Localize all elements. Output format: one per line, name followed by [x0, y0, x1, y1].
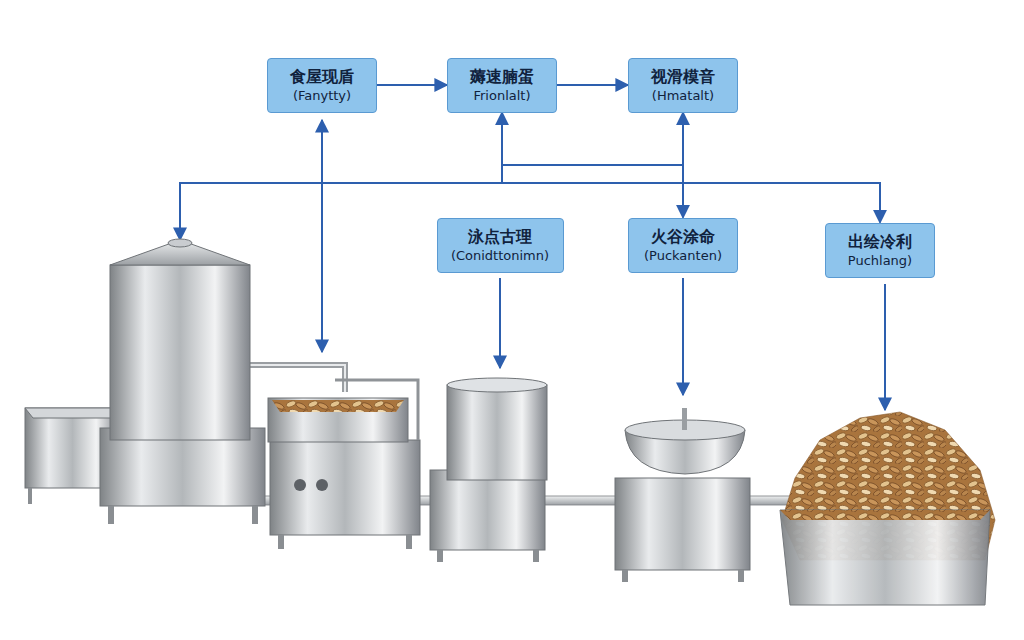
box-subtitle: (Conidttonimn) — [451, 247, 549, 265]
box-title: 视滑模音 — [651, 66, 715, 87]
box-subtitle: Puchlang) — [848, 252, 912, 270]
product-tray — [780, 412, 995, 605]
storage-tank — [100, 239, 265, 524]
flow-arrow — [557, 84, 628, 86]
process-box: 火谷涂命(Puckanten) — [628, 218, 738, 273]
flow-arrow — [502, 113, 880, 223]
box-title: 泳点古理 — [468, 226, 532, 247]
leader-lines — [180, 120, 885, 410]
flow-arrow — [377, 84, 447, 86]
box-title: 火谷涂命 — [651, 226, 715, 247]
box-title: 食屋现盾 — [290, 66, 354, 87]
box-subtitle: (Fanytty) — [293, 87, 351, 105]
conditioning-pot — [430, 378, 547, 562]
process-box: 出绘冷利Puchlang) — [825, 223, 935, 278]
process-box: 泳点古理(Conidttonimn) — [437, 218, 564, 273]
flow-arrow — [682, 113, 684, 218]
box-title: 薅速腩蛋 — [470, 66, 534, 87]
box-subtitle: (Puckanten) — [644, 247, 722, 265]
box-subtitle: (Hmatalt) — [652, 87, 714, 105]
box-title: 出绘冷利 — [848, 231, 912, 252]
fryer — [268, 380, 420, 549]
process-box: 薅速腩蛋Frionlalt) — [447, 58, 557, 113]
mixing-bowl — [615, 408, 750, 582]
box-subtitle: Frionlalt) — [473, 87, 530, 105]
process-box: 视滑模音(Hmatalt) — [628, 58, 738, 113]
process-box: 食屋现盾(Fanytty) — [267, 58, 377, 113]
